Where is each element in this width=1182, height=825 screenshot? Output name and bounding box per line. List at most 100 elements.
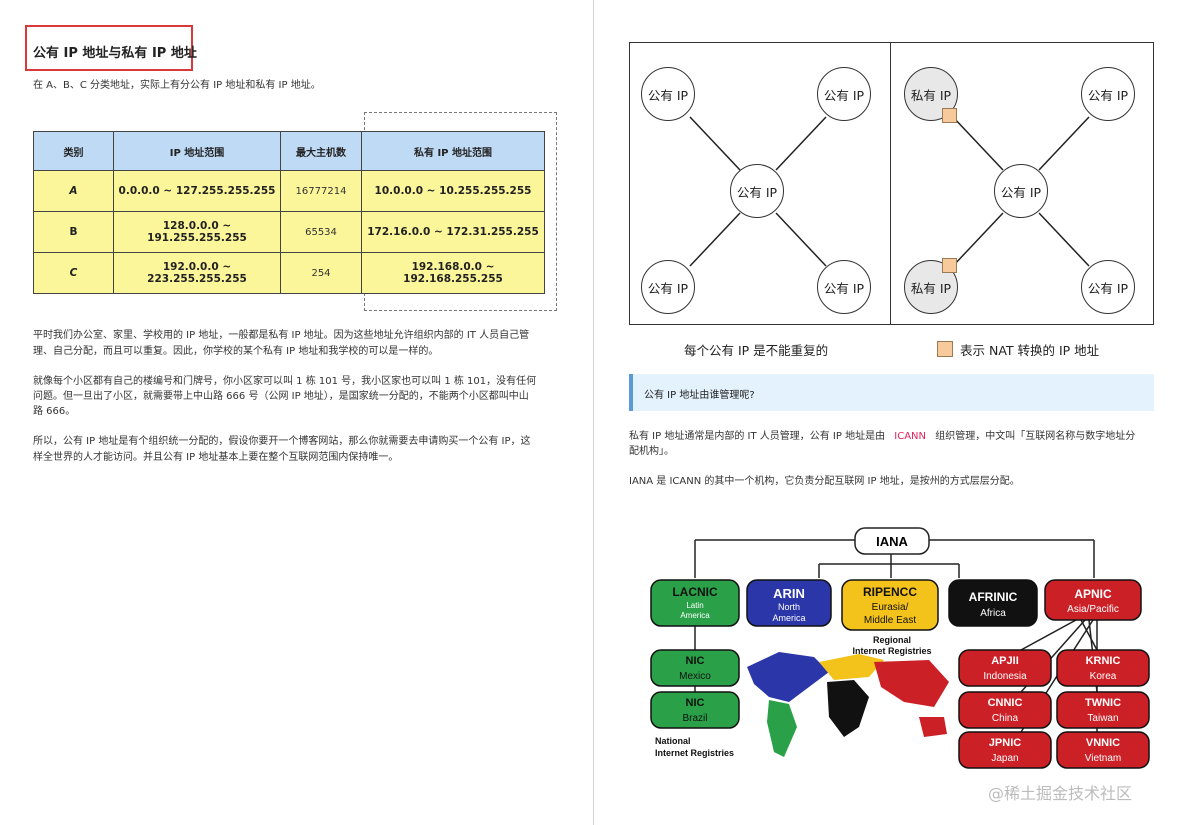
private-ip-node: 私有 IP	[904, 67, 958, 121]
afrinic-sub: Africa	[980, 608, 1006, 619]
map-europe	[819, 654, 884, 680]
cell-class: A	[33, 170, 114, 212]
watermark: @稀土掘金技术社区	[988, 784, 1133, 803]
cell-private: 172.16.0.0 ~ 172.31.255.255	[361, 211, 545, 253]
nat-marker	[942, 108, 957, 123]
apnic-box	[1044, 579, 1142, 621]
caption-right: 表示 NAT 转换的 IP 地址	[960, 343, 1100, 358]
public-ip-node: 公有 IP	[1081, 67, 1135, 121]
nic-brazil-sub: Brazil	[682, 713, 707, 724]
map-north-america	[747, 652, 829, 702]
right-paragraph-2: IANA 是 ICANN 的其中一个机构，它负责分配互联网 IP 地址，是按州的…	[629, 476, 1020, 487]
table-header-row: 类别 IP 地址范围 最大主机数 私有 IP 地址范围	[33, 131, 545, 171]
connector	[1080, 619, 1098, 651]
cell-class: C	[33, 252, 114, 294]
national-label-1: National	[655, 736, 691, 746]
nic-brazil-box	[650, 691, 740, 729]
header-max-hosts: 最大主机数	[280, 131, 362, 171]
apnic-label: APNIC	[1074, 587, 1112, 601]
public-ip-node: 公有 IP	[817, 260, 871, 314]
nat-marker	[942, 258, 957, 273]
cnnic-label: CNNIC	[988, 697, 1023, 709]
table-row: C 192.0.0.0 ~ 223.255.255.255 254 192.16…	[33, 252, 545, 294]
public-ip-center-node: 公有 IP	[994, 164, 1048, 218]
map-africa	[827, 680, 869, 737]
public-ip-node: 公有 IP	[641, 260, 695, 314]
paragraph-2-line-1: 就像每个小区都有自己的楼编号和门牌号，你小区家可以叫 1 栋 101 号，我小区…	[33, 376, 537, 387]
krnic-box	[1056, 649, 1150, 687]
twnic-box	[1056, 691, 1150, 729]
ip-class-table: 类别 IP 地址范围 最大主机数 私有 IP 地址范围 A 0.0.0.0 ~ …	[33, 131, 545, 294]
caption-left: 每个公有 IP 是不能重复的	[684, 343, 829, 358]
lacnic-label: LACNIC	[672, 585, 718, 599]
nic-mexico-sub: Mexico	[679, 671, 711, 682]
afrinic-box	[948, 579, 1038, 627]
regional-label-2: Internet Registries	[852, 646, 931, 656]
link-line	[952, 116, 1004, 171]
apnic-nir-group: APJII Indonesia KRNIC Korea CNNIC China …	[958, 649, 1150, 769]
afrinic-label: AFRINIC	[969, 590, 1018, 604]
cell-private: 192.168.0.0 ~ 192.168.255.255	[361, 252, 545, 294]
ripencc-label: RIPENCC	[863, 585, 917, 599]
diagram-divider	[890, 42, 891, 325]
public-ip-node: 公有 IP	[817, 67, 871, 121]
ripencc-sub1: Eurasia/	[872, 602, 909, 613]
regional-label-1: Regional	[873, 635, 911, 645]
public-ip-node: 公有 IP	[641, 67, 695, 121]
note-callout	[629, 374, 1154, 411]
map-south-america	[767, 700, 797, 757]
link-line	[775, 212, 827, 267]
right-paragraph-1-line-2: 配机构」。	[629, 446, 674, 457]
link-line	[689, 212, 741, 267]
note-title: 公有 IP 地址由谁管理呢?	[644, 390, 755, 401]
paragraph-1-line-1: 平时我们办公室、家里、学校用的 IP 地址，一般都是私有 IP 地址。因为这些地…	[33, 330, 530, 341]
public-ip-center-node: 公有 IP	[730, 164, 784, 218]
right-paragraph-1-line-1: 私有 IP 地址通常是内部的 IT 人员管理，公有 IP 地址是由 ICANN …	[629, 429, 1135, 445]
cell-range: 192.0.0.0 ~ 223.255.255.255	[113, 252, 281, 294]
table-row: A 0.0.0.0 ~ 127.255.255.255 16777214 10.…	[33, 170, 545, 212]
cell-class: B	[33, 211, 114, 253]
cell-range: 0.0.0.0 ~ 127.255.255.255	[113, 170, 281, 212]
arin-sub1: North	[778, 602, 800, 612]
connector	[1020, 619, 1077, 651]
vnnic-sub: Vietnam	[1085, 753, 1122, 764]
paragraph-3-line-2: 样全世界的人才能访问。并且公有 IP 地址基本上要在整个互联网范围内保持唯一。	[33, 452, 399, 463]
nic-mexico-label: NIC	[686, 655, 705, 667]
arin-box	[746, 579, 832, 627]
map-australia	[919, 717, 947, 737]
arin-sub2: America	[772, 613, 805, 623]
iana-hierarchy-figure: IANA LACNIC Latin America ARIN North Ame…	[650, 527, 1150, 769]
cell-hosts: 65534	[280, 211, 362, 253]
jpnic-box	[958, 731, 1052, 769]
apjii-sub: Indonesia	[983, 671, 1027, 682]
krnic-sub: Korea	[1090, 671, 1117, 682]
paragraph-2-line-2: 问题。但一旦出了小区，就需要带上中山路 666 号（公网 IP 地址），是国家统…	[33, 391, 529, 402]
jpnic-sub: Japan	[991, 753, 1018, 764]
legend-nat-marker	[937, 341, 953, 357]
header-private-range: 私有 IP 地址范围	[361, 131, 545, 171]
ip-diagram-frame	[629, 42, 1154, 325]
icann-link[interactable]: ICANN	[894, 431, 927, 442]
lacnic-sub2: America	[680, 611, 710, 620]
cnnic-box	[958, 691, 1052, 729]
title-highlight-box	[25, 25, 193, 71]
link-line	[1038, 212, 1090, 267]
text-segment: 私有 IP 地址通常是内部的 IT 人员管理，公有 IP 地址是由	[629, 431, 886, 442]
iana-box	[854, 527, 930, 555]
link-line	[775, 116, 827, 171]
cnnic-sub: China	[992, 713, 1019, 724]
apnic-sub: Asia/Pacific	[1067, 604, 1119, 615]
link-line	[689, 116, 741, 171]
apjii-label: APJII	[991, 655, 1019, 667]
vnnic-box	[1056, 731, 1150, 769]
krnic-label: KRNIC	[1086, 655, 1121, 667]
link-line	[952, 212, 1004, 267]
paragraph-3-line-1: 所以，公有 IP 地址是有个组织统一分配的，假设你要开一个博客网站，那么你就需要…	[33, 436, 531, 447]
nic-brazil-label: NIC	[686, 697, 705, 709]
jpnic-label: JPNIC	[989, 737, 1021, 749]
paragraph-2-line-3: 路 666。	[33, 406, 76, 417]
table-row: B 128.0.0.0 ~ 191.255.255.255 65534 172.…	[33, 211, 545, 253]
lacnic-box	[650, 579, 740, 627]
section-title: 公有 IP 地址与私有 IP 地址	[33, 46, 197, 61]
